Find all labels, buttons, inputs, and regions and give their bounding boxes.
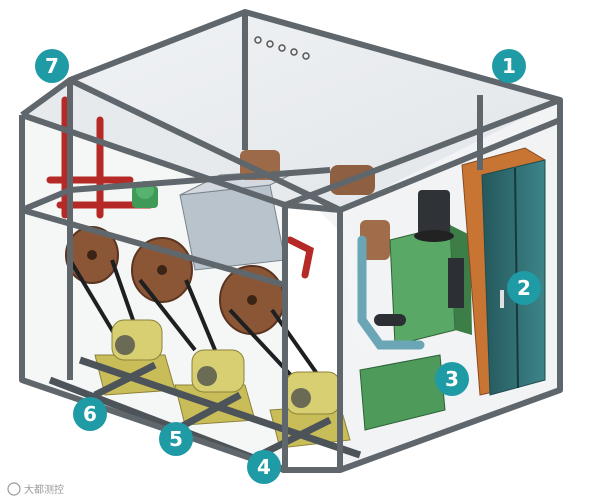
callout-3: 3	[435, 362, 469, 396]
steel-frame	[19, 9, 563, 473]
callout-7-label: 7	[45, 54, 59, 78]
callout-6: 6	[73, 397, 107, 431]
callout-5: 5	[159, 422, 193, 456]
callout-2: 2	[507, 271, 541, 305]
callout-2-label: 2	[517, 276, 531, 300]
callout-6-label: 6	[83, 402, 97, 426]
callout-1: 1	[492, 49, 526, 83]
watermark-text: 大都测控	[24, 483, 64, 496]
heater-unit	[359, 190, 472, 431]
callout-1-label: 1	[502, 54, 516, 78]
callout-4-label: 4	[257, 455, 271, 479]
callout-4: 4	[247, 450, 281, 484]
callout-3-label: 3	[445, 367, 459, 391]
back-panel-holes	[254, 36, 310, 60]
watermark: 大都测控	[7, 482, 64, 496]
callout-5-label: 5	[169, 427, 183, 451]
watermark-logo-icon	[7, 482, 21, 496]
callout-7: 7	[35, 49, 69, 83]
coolant-pipes	[315, 200, 425, 355]
